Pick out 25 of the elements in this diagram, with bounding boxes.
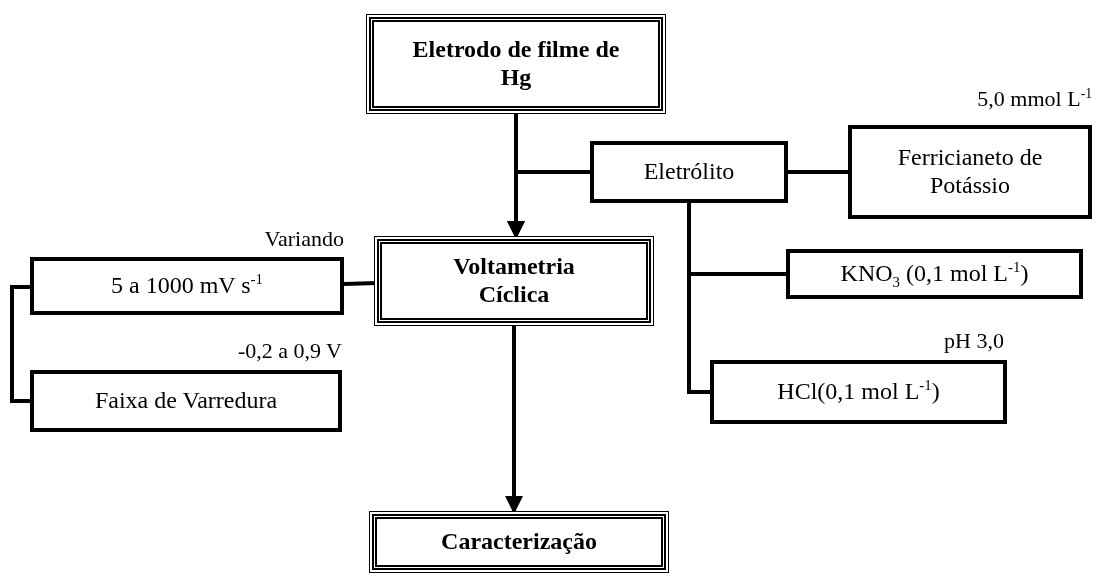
step-box — [369, 17, 663, 111]
annotation-text: Variando — [264, 226, 344, 252]
parameter-box — [590, 141, 788, 203]
box-text: Voltametria Cíclica — [452, 253, 576, 309]
box-text: Caracterização — [441, 528, 597, 556]
step-box — [372, 514, 666, 570]
annotation-text: pH 3,0 — [944, 328, 1004, 354]
parameter-box — [710, 360, 1007, 424]
parameter-box — [786, 249, 1083, 299]
connector-line — [10, 285, 30, 403]
box-text: Eletrodo de filme de Hg — [411, 36, 621, 92]
arrow — [505, 323, 523, 514]
box-text: KNO$_{3}$ (0,1 mol L$^{-1}$) — [840, 260, 1029, 288]
annotation-text: -0,2 a 0,9 V — [237, 338, 342, 364]
step-box — [377, 239, 651, 323]
parameter-box — [848, 125, 1092, 219]
box-text: 5 a 1000 mV s$^{-1}$ — [111, 272, 263, 300]
parameter-box — [30, 370, 342, 432]
parameter-box — [30, 257, 344, 315]
connector-line — [788, 170, 848, 174]
annotation-text: 5,0 mmol L$^{-1}$ — [977, 86, 1092, 112]
box-text: Eletrólito — [643, 158, 735, 186]
box-text: HCl(0,1 mol L$^{-1}$) — [777, 378, 940, 406]
box-text: Ferricianeto de Potássio — [896, 144, 1044, 200]
box-text: Faixa de Varredura — [94, 387, 278, 415]
